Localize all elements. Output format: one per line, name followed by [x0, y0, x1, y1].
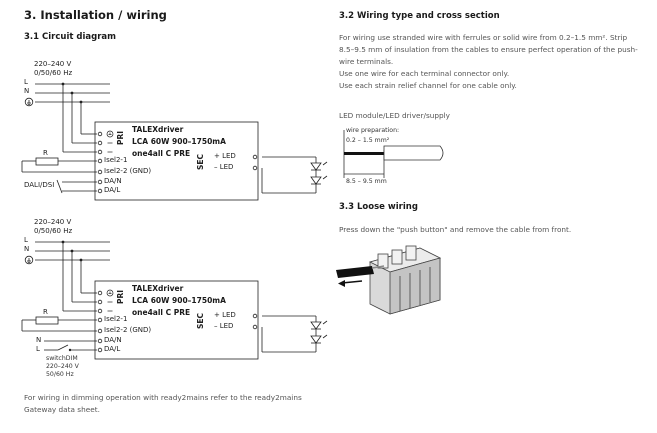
terminal-isel2-1-d1: Isel2-1 — [104, 156, 128, 164]
dali-dsi-label: DALI/DSI — [24, 181, 55, 189]
section-heading: 3. Installation / wiring — [24, 8, 167, 22]
wiring-rule-one-wire: Use one wire for each terminal connector… — [339, 69, 510, 78]
line-l-label-1: L — [24, 78, 28, 86]
driver-model-1: LCA 60W 900–1750mA — [132, 137, 226, 146]
output-minus-label-2: – LED — [214, 322, 234, 330]
line-l-label-2: L — [24, 236, 28, 244]
wiring-paragraph: For wiring use stranded wire with ferrul… — [339, 33, 638, 66]
terminal-isel2-2-d2: Isel2-2 (GND) — [104, 326, 152, 334]
switchdim-voltage: 220–240 V — [46, 363, 79, 370]
output-plus-label-2: + LED — [214, 311, 236, 319]
circuit-diagram-1 — [21, 82, 328, 201]
ready2mains-footnote: For wiring in dimming operation with rea… — [24, 393, 302, 414]
output-minus-label-1: – LED — [214, 163, 234, 171]
line-n-label-1: N — [24, 87, 30, 95]
led-module-label: LED module/LED driver/supply — [339, 111, 450, 120]
driver-name-2: TALEXdriver — [132, 284, 184, 293]
driver-series-2: one4all C PRE — [132, 308, 191, 317]
resistor-label-2: R — [43, 308, 48, 316]
terminal-isel2-2-d1: Isel2-2 (GND) — [104, 167, 152, 175]
circuit-diagram-2 — [21, 240, 328, 360]
switch-n-label: N — [36, 336, 42, 344]
wiring-type-heading: 3.2 Wiring type and cross section — [339, 11, 500, 21]
switchdim-label: switchDIM — [46, 355, 78, 362]
terminal-dan-d1: DA/N — [104, 177, 122, 185]
wire-cross-section-range: 0.2 – 1.5 mm² — [346, 137, 390, 144]
driver-model-2: LCA 60W 900–1750mA — [132, 296, 226, 305]
driver-name-1: TALEXdriver — [132, 125, 184, 134]
circuit-diagram-heading: 3.1 Circuit diagram — [24, 32, 116, 42]
terminal-isel2-1-d2: Isel2-1 — [104, 315, 128, 323]
wiring-rule-strain-relief: Use each strain relief channel for one c… — [339, 81, 517, 90]
output-plus-label-1: + LED — [214, 152, 236, 160]
switchdim-frequency: 50/60 Hz — [46, 371, 74, 378]
loose-wiring-paragraph: Press down the "push button" and remove … — [339, 225, 572, 234]
strip-length-label: 8.5 – 9.5 mm — [346, 178, 387, 185]
driver-series-1: one4all C PRE — [132, 149, 191, 158]
line-n-label-2: N — [24, 245, 30, 253]
resistor-label-1: R — [43, 149, 48, 157]
switch-l-label: L — [36, 345, 40, 353]
terminal-dal-d2: DA/L — [104, 345, 121, 353]
terminal-dan-d2: DA/N — [104, 336, 122, 344]
supply-frequency-1: 0/50/60 Hz — [34, 69, 73, 77]
loose-wiring-heading: 3.3 Loose wiring — [339, 202, 418, 212]
supply-voltage-1: 220–240 V — [34, 60, 72, 68]
terminal-dal-d1: DA/L — [104, 186, 121, 194]
wire-preparation-label: wire preparation: — [346, 127, 400, 134]
supply-voltage-2: 220–240 V — [34, 218, 72, 226]
supply-frequency-2: 0/50/60 Hz — [34, 227, 73, 235]
